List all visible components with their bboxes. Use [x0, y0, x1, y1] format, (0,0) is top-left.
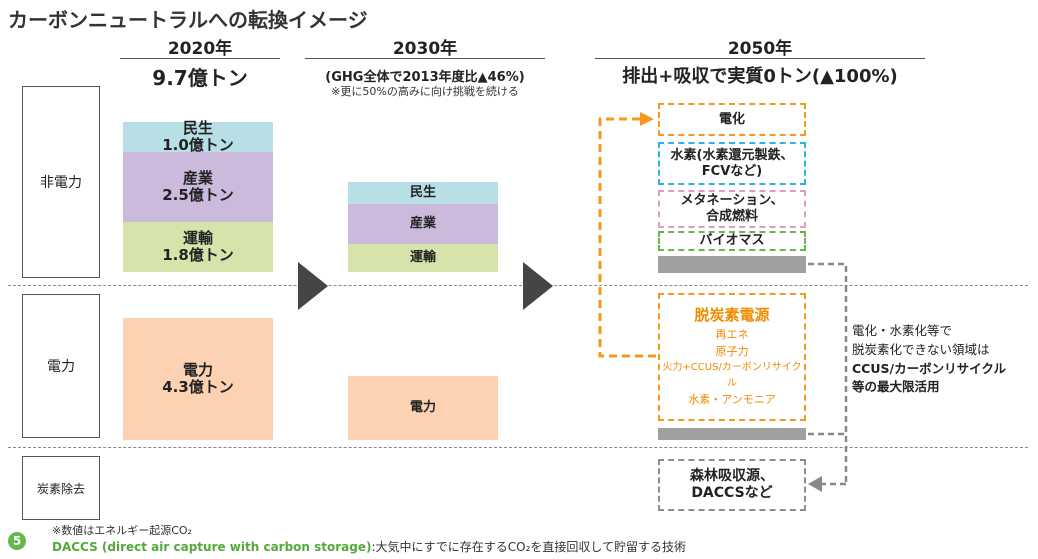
block-2030-denryoku: 電力 — [348, 376, 498, 440]
box-2050-hydrogen: 水素(水素還元製鉄、 FCVなど) — [658, 142, 806, 185]
residual-power-bar — [658, 428, 806, 440]
block-2020-sangyo: 産業 2.5億トン — [123, 152, 273, 222]
year-2020-total: 9.7億トン — [152, 66, 248, 90]
footer-note: ※数値はエネルギー起源CO₂ — [52, 524, 192, 537]
side-note-line2: 脱炭素化できない領域は — [852, 341, 990, 357]
decarb-item-renewable: 再エネ — [715, 327, 749, 341]
page-title: カーボンニュートラルへの転換イメージ — [8, 8, 368, 32]
year-2030-target: (GHG全体で2013年度比▲46%) — [325, 70, 525, 85]
row-label-power: 電力 — [22, 294, 100, 438]
block-2020-denryoku-label: 電力 — [182, 360, 213, 379]
year-2030-label: 2030年 — [392, 39, 458, 59]
row-label-non-power: 非電力 — [22, 86, 100, 278]
separator-nonpower-power — [8, 285, 1028, 286]
footer-daccs-term: DACCS (direct air capture with carbon st… — [52, 540, 372, 554]
year-2050-target: 排出+吸収で実質0トン(▲100%) — [622, 66, 898, 87]
page-number-badge: 5 — [8, 532, 26, 550]
block-2020-denryoku-value: 4.3億トン — [162, 378, 234, 396]
block-2020-sangyo-value: 2.5億トン — [162, 186, 234, 204]
box-2050-biomass: バイオマス — [658, 231, 806, 251]
gray-arrowhead-icon — [808, 476, 822, 492]
gray-connector-nonpower — [808, 262, 848, 484]
decarb-item-nuclear: 原子力 — [715, 344, 749, 358]
box-2050-methanation-line2: 合成燃料 — [705, 209, 758, 224]
year-2030-note: ※更に50%の高みに向け挑戦を続ける — [331, 85, 519, 98]
box-2050-methanation: メタネーション、 合成燃料 — [658, 190, 806, 228]
orange-arrowhead-icon — [640, 112, 654, 126]
year-2020-label: 2020年 — [167, 39, 233, 59]
year-2050-label: 2050年 — [727, 39, 793, 59]
row-label-removal: 炭素除去 — [22, 456, 100, 520]
arrow-2030-to-2050-icon — [523, 262, 553, 310]
footer-daccs-desc: :大気中にすでに存在するCO₂を直接回収して貯留する技術 — [371, 540, 687, 554]
decarb-item-thermal-ccus: 火力+CCUS/カーボンリサイクル — [662, 362, 802, 389]
orange-connector-line — [598, 117, 656, 358]
block-2020-unyu: 運輸 1.8億トン — [123, 222, 273, 272]
block-2030-sangyo: 産業 — [348, 204, 498, 244]
side-note: 電化・水素化等で 脱炭素化できない領域は CCUS/カーボンリサイクル 等の最大… — [852, 322, 1036, 397]
residual-nonpower-bar — [658, 256, 806, 273]
block-2020-sangyo-label: 産業 — [182, 168, 213, 187]
box-2050-hydrogen-line1: 水素(水素還元製鉄、 — [670, 147, 794, 163]
block-2030-unyu: 運輸 — [348, 244, 498, 272]
box-2050-decarb-power: 脱炭素電源 再エネ 原子力 火力+CCUS/カーボンリサイクル 水素・アンモニア — [658, 293, 806, 421]
year-2020-rule — [120, 58, 280, 59]
side-note-line4: 等の最大限活用 — [852, 379, 940, 395]
box-2050-electrification: 電化 — [658, 103, 806, 136]
block-2020-unyu-value: 1.8億トン — [162, 246, 234, 264]
decarb-item-hydrogen-ammonia: 水素・アンモニア — [688, 393, 776, 407]
block-2020-denryoku: 電力 4.3億トン — [123, 318, 273, 440]
separator-power-removal — [8, 447, 1028, 448]
block-2020-minsei-label: 民生 — [182, 118, 213, 137]
box-2050-removal-line2: DACCSなど — [691, 485, 773, 501]
box-2050-hydrogen-line2: FCVなど) — [701, 163, 763, 179]
footer-daccs: DACCS (direct air capture with carbon st… — [52, 538, 1032, 555]
side-note-line3: CCUS/カーボンリサイクル — [852, 360, 1006, 376]
block-2020-minsei: 民生 1.0億トン — [123, 118, 273, 154]
decarb-power-title: 脱炭素電源 — [694, 305, 770, 324]
box-2050-removal-line1: 森林吸収源、 — [690, 468, 774, 485]
year-2050-rule — [595, 58, 925, 59]
side-note-line1: 電化・水素化等で — [852, 323, 953, 338]
block-2030-minsei: 民生 — [348, 182, 498, 204]
block-2020-unyu-label: 運輸 — [182, 228, 213, 247]
block-2020-minsei-value: 1.0億トン — [162, 136, 234, 154]
arrow-2020-to-2030-icon — [298, 262, 328, 310]
box-2050-removal: 森林吸収源、 DACCSなど — [658, 459, 806, 511]
box-2050-methanation-line1: メタネーション、 — [680, 193, 784, 209]
year-2030-rule — [305, 58, 545, 59]
